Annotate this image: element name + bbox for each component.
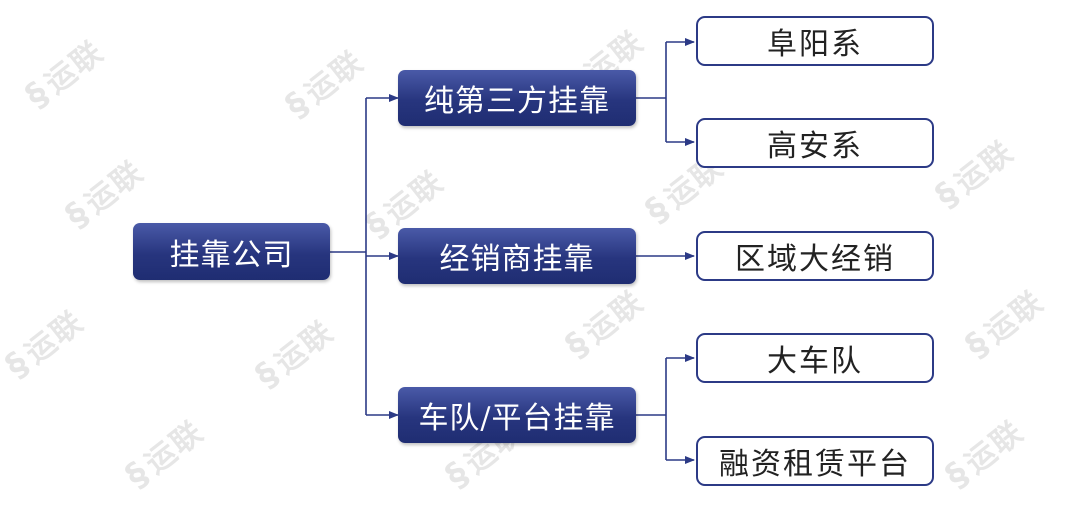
branch-node-label: 纯第三方挂靠: [424, 84, 610, 119]
leaf-node-label: 阜阳系: [767, 27, 863, 62]
leaf-node: 高安系: [696, 118, 934, 168]
leaf-node: 阜阳系: [696, 16, 934, 66]
branch-node: 经销商挂靠: [398, 228, 636, 284]
leaf-node: 区域大经销: [696, 231, 934, 281]
branch-node-label: 经销商挂靠: [439, 242, 595, 277]
branch-node: 车队/平台挂靠: [398, 387, 636, 443]
leaf-node: 融资租赁平台: [696, 436, 934, 486]
leaf-node-label: 区域大经销: [735, 242, 895, 277]
leaf-node-label: 高安系: [767, 129, 863, 164]
root-node: 挂靠公司: [133, 223, 330, 280]
root-node-label: 挂靠公司: [169, 237, 294, 273]
branch-node: 纯第三方挂靠: [398, 70, 636, 126]
leaf-node-label: 大车队: [767, 344, 863, 379]
leaf-node: 大车队: [696, 333, 934, 383]
branch-node-label: 车队/平台挂靠: [418, 401, 616, 436]
leaf-node-label: 融资租赁平台: [719, 447, 911, 482]
